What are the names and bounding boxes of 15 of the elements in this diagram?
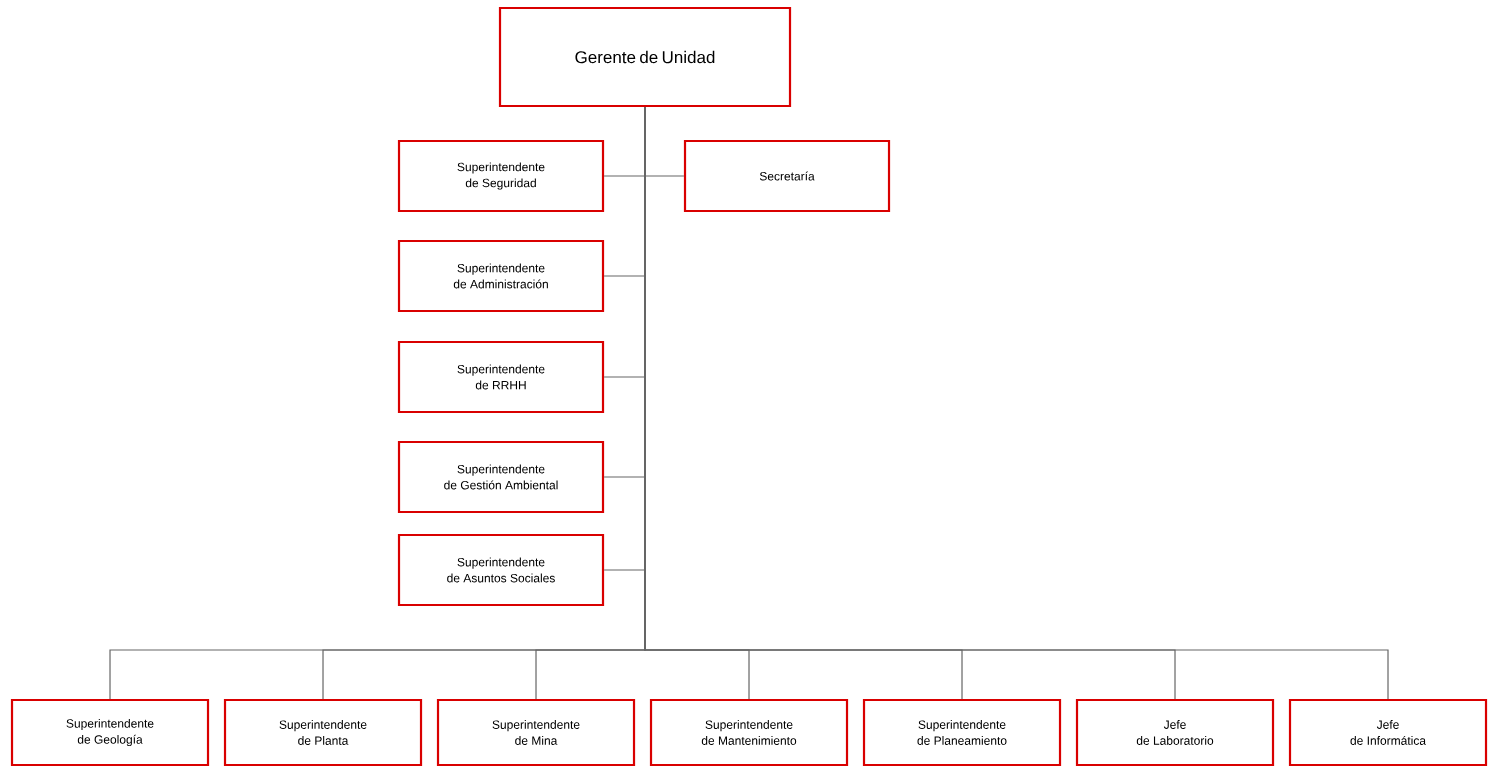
org-box: Superintendente de Mina (436, 698, 636, 767)
org-box: Superintendente de RRHH (397, 340, 605, 414)
org-box: Gerente de Unidad (498, 6, 792, 108)
org-box: Jefe de Informática (1288, 698, 1488, 767)
connector-line (644, 106, 1389, 700)
org-box: Superintendente de Mantenimiento (649, 698, 849, 767)
org-box: Superintendente de Seguridad (397, 139, 605, 213)
org-box: Superintendente de Gestión Ambiental (397, 440, 605, 514)
org-box: Superintendente de Planeamiento (862, 698, 1062, 767)
org-box: Superintendente de Geología (10, 698, 210, 767)
org-box: Secretaría (683, 139, 891, 213)
org-box: Jefe de Laboratorio (1075, 698, 1275, 767)
org-box: Superintendente de Administración (397, 239, 605, 313)
org-box: Superintendente de Asuntos Sociales (397, 533, 605, 607)
org-box: Superintendente de Planta (223, 698, 423, 767)
